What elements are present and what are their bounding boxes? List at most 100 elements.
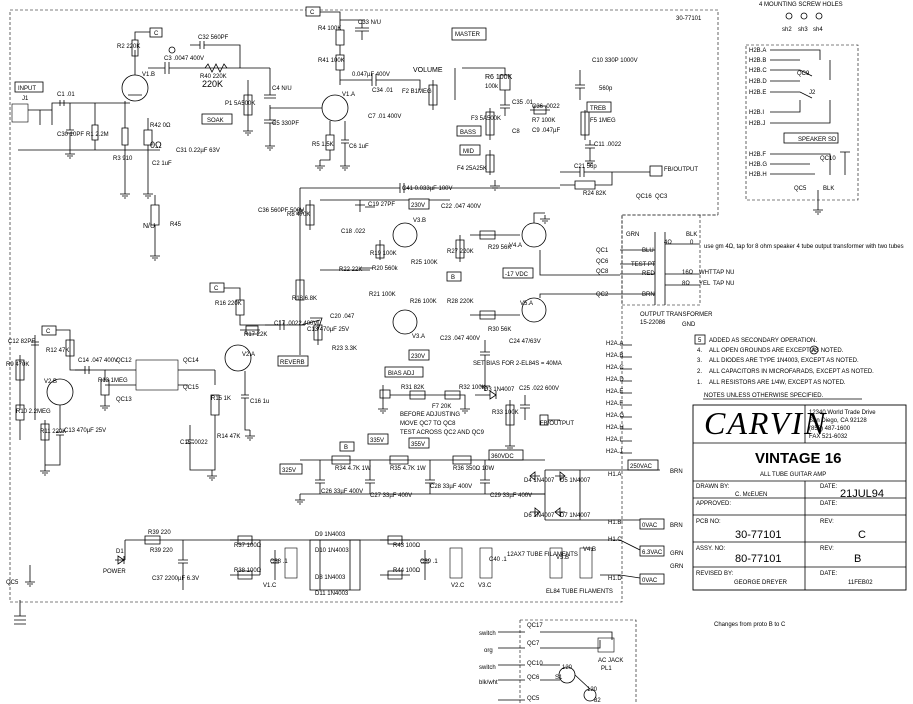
c21-label: C21 56p: [574, 164, 597, 170]
r15-label: R15 1K: [211, 396, 231, 402]
ot-label: OUTPUT TRANSFORMER: [640, 312, 713, 318]
r27-label: R27 220K: [447, 249, 474, 255]
v-0vac-1-text: 0VAC: [642, 523, 658, 529]
output-transformer-boundary: [621, 214, 718, 306]
h1-a-brn: BRN: [670, 469, 683, 475]
note3-num: 3.: [697, 358, 702, 364]
el84-fil-label: EL84 TUBE FILAMENTS: [546, 589, 613, 595]
bias-adj-box[interactable]: [384, 366, 424, 378]
soak-box[interactable]: [201, 113, 233, 125]
c4-label: C4 N/U: [272, 86, 292, 92]
c35-label: C35 .01: [512, 100, 534, 106]
master-box[interactable]: [451, 27, 487, 41]
sh3-label: sh3: [798, 27, 808, 33]
address-3: (858) 487-1600: [809, 426, 851, 432]
s1b-label: J2: [809, 90, 816, 96]
c38-label: C38 .1: [270, 559, 288, 565]
s1-120: 120: [562, 665, 573, 671]
r25-label: R25 100K: [411, 260, 438, 266]
pcb-rev-label: REV:: [820, 519, 834, 525]
c10-560p: 560p: [599, 86, 613, 92]
c24-label: C24 47/63V: [509, 339, 541, 345]
qc17-label: QC17: [527, 623, 543, 629]
r30-label: R30 56K: [488, 327, 511, 333]
test-point-e1: [168, 46, 176, 54]
assy-label: ASSY. NO:: [696, 546, 726, 552]
r4-label: R4 100K: [318, 26, 341, 32]
master-label: MASTER: [455, 32, 481, 38]
blk-label: BLK: [823, 186, 834, 192]
v-230-2: [408, 349, 430, 361]
c19-label: C19 27PF: [368, 202, 395, 208]
drawn-by: C. McEUEN: [735, 492, 767, 498]
r6-label: R6 100K: [485, 74, 513, 81]
s1a-label: QC9: [797, 71, 810, 77]
bias-test: TEST ACROSS QC2 AND QC9: [400, 430, 485, 436]
input-jack[interactable]: [11, 103, 29, 123]
input-label: INPUT: [18, 86, 36, 92]
r3-label: R3 910: [113, 156, 133, 162]
ot-wht: WHT: [699, 270, 713, 276]
r37-label: R37 100Ω: [234, 543, 262, 549]
qc5-label: QC5: [527, 696, 540, 702]
v1c-filament: [284, 547, 298, 579]
r20-label: R20 560k: [372, 266, 399, 272]
ot-4ohm: 4Ω: [664, 240, 672, 246]
v-63vac-text: 6.3VAC: [642, 550, 663, 556]
h2a-g: H2A.G: [606, 413, 624, 419]
node-c-2: [305, 6, 321, 17]
c36b-label: C36 560PF 500V: [258, 208, 304, 214]
ot-gnd: GND: [682, 322, 696, 328]
title-vintage: VINTAGE 16: [755, 450, 841, 467]
v-230-2-text: 230V: [411, 354, 425, 360]
sh4-label: sh4: [813, 27, 823, 33]
v-355-text: 355V: [411, 442, 425, 448]
ot-0: 0: [690, 240, 694, 246]
c26-label: C26 33µF 400V: [321, 489, 363, 495]
ot-tap1: TAP NU: [713, 270, 734, 276]
c12-label: C12 82PF: [8, 339, 35, 345]
treb-box[interactable]: [586, 101, 612, 113]
r32-label: R32 100K: [459, 385, 486, 391]
c34-label: C34 .01: [372, 88, 394, 94]
pcb-rev: C: [858, 529, 866, 541]
drawn-date: 21JUL94: [840, 488, 884, 500]
bass-box[interactable]: [456, 125, 482, 137]
approved-label: APPROVED:: [696, 501, 731, 507]
bias-move: MOVE QC7 TO QC8: [400, 421, 456, 427]
speaker-switch-boundary: [745, 44, 859, 201]
bias-note: SET BIAS FOR 2-EL84S = 40MA: [473, 361, 562, 367]
fb-output-connector[interactable]: [649, 165, 663, 177]
mid-box[interactable]: [459, 144, 481, 156]
switch-label-1: switch: [479, 631, 496, 637]
reverb-label: REVERB: [280, 360, 305, 366]
node-b-2-text: B: [344, 445, 348, 451]
ot-brn: BRN: [642, 292, 655, 298]
v1a-label: V1.A: [342, 92, 355, 98]
h1-b-brn: BRN: [670, 523, 683, 529]
v4b-label: V4.B: [583, 547, 596, 553]
v-neg17: [502, 267, 534, 279]
d10-label: D10 1N4003: [315, 548, 349, 554]
node-b-2: [339, 441, 355, 452]
ot-qc2: QC2: [596, 292, 609, 298]
v5b-label: V5.B: [556, 555, 569, 561]
tube-v1a: [321, 94, 349, 122]
ot-pn: 15-22086: [640, 320, 666, 326]
reverb-box[interactable]: [277, 355, 309, 367]
d4-label: D4 1N4007: [524, 478, 555, 484]
v-335: [367, 433, 389, 445]
v1c-label: V1.C: [263, 583, 277, 589]
c18-label: C18 .022: [341, 229, 366, 235]
v-355: [408, 437, 430, 449]
power-entry-boundary: [519, 619, 637, 704]
fb-output-2-label: FB/OUTPUT: [540, 421, 574, 427]
d8-label: D8 1N4003: [315, 575, 346, 581]
d7-label: D7 1N4007: [560, 513, 591, 519]
ot-qc6: QC6: [596, 259, 609, 265]
drawn-by-label: DRAWN BY:: [696, 484, 730, 490]
qc6-label: QC6: [527, 675, 540, 681]
12ax7-fil-label: 12AX7 TUBE FILAMENTS: [507, 552, 578, 558]
note5-box: [694, 334, 706, 345]
fb-output-2: [539, 414, 549, 426]
